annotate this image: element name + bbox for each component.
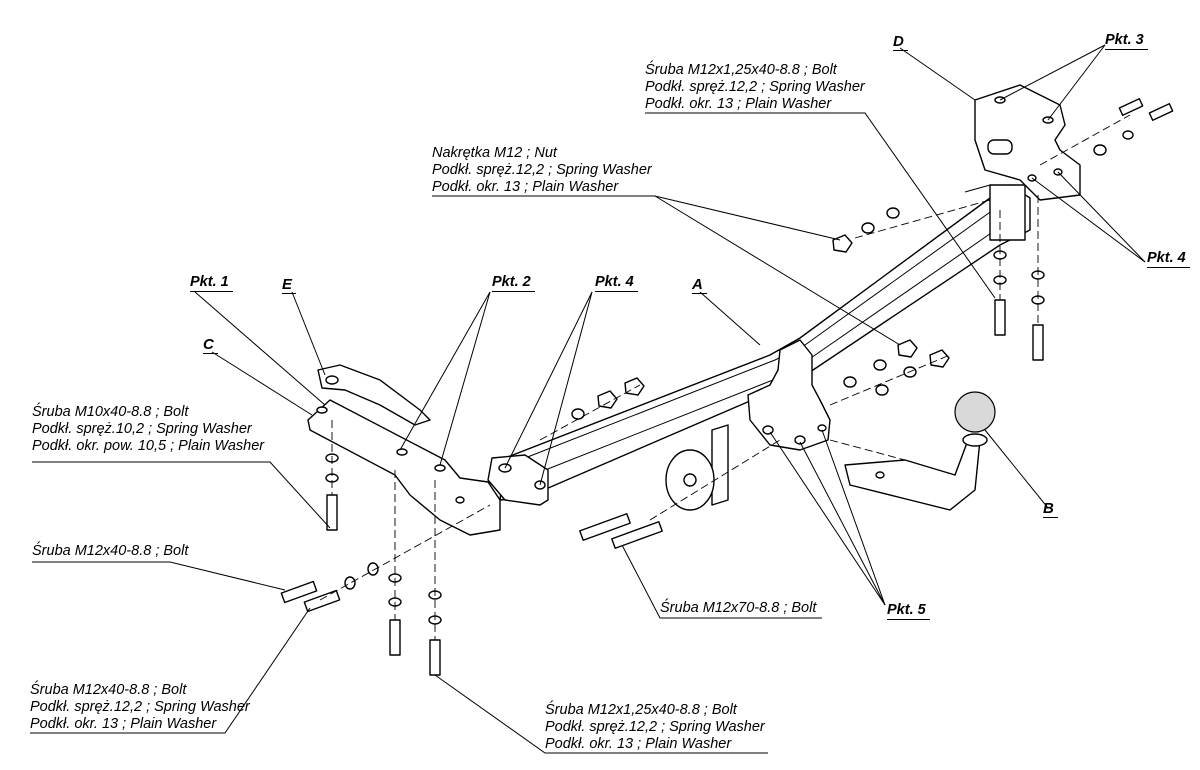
callout-line: Podkł. spręż.12,2 ; Spring Washer	[645, 79, 865, 95]
label-pkt1: Pkt. 1	[190, 274, 233, 292]
label-pkt4-right: Pkt. 4	[1147, 250, 1190, 268]
leader-lines	[30, 44, 1146, 754]
callout-line: Podkł. okr. 13 ; Plain Washer	[545, 736, 732, 752]
callout-line: Śruba M12x1,25x40-8.8 ; Bolt	[545, 702, 737, 718]
label-d: D	[893, 33, 908, 51]
crossbar-a	[487, 184, 1031, 506]
label-pkt3: Pkt. 3	[1105, 32, 1148, 50]
callout-line: Śruba M10x40-8.8 ; Bolt	[32, 404, 189, 420]
assembly-lines	[319, 114, 1131, 640]
callout-m12x70: Śruba M12x70-8.8 ; Bolt	[660, 600, 816, 617]
callout-line: Podkł. okr. 13 ; Plain Washer	[30, 716, 217, 732]
callout-top-center: Nakrętka M12 ; Nut Podkł. spręż.12,2 ; S…	[432, 145, 652, 196]
ball-hook-b	[844, 391, 996, 511]
label-e: E	[282, 276, 297, 294]
label-b: B	[1043, 500, 1058, 518]
callout-line: Podkł. okr. pow. 10,5 ; Plain Washer	[32, 438, 265, 454]
label-a: A	[692, 276, 707, 294]
label-pkt5: Pkt. 5	[887, 602, 930, 620]
label-c: C	[203, 336, 218, 354]
callout-line: Podkł. spręż.12,2 ; Spring Washer	[432, 162, 652, 178]
callout-line: Nakrętka M12 ; Nut	[432, 145, 557, 161]
callout-line: Śruba M12x1,25x40-8.8 ; Bolt	[645, 62, 837, 78]
callout-bottom-center: Śruba M12x1,25x40-8.8 ; Bolt Podkł. sprę…	[545, 702, 765, 753]
callout-left-m12: Śruba M12x40-8.8 ; Bolt	[32, 543, 188, 560]
callout-line: Podkł. okr. 13 ; Plain Washer	[645, 96, 832, 112]
callout-line: Podkł. spręż.10,2 ; Spring Washer	[32, 421, 252, 437]
callout-line: Śruba M12x70-8.8 ; Bolt	[660, 600, 817, 616]
callout-line: Śruba M12x40-8.8 ; Bolt	[30, 682, 187, 698]
label-pkt2: Pkt. 2	[492, 274, 535, 292]
callout-top-right: Śruba M12x1,25x40-8.8 ; Bolt Podkł. sprę…	[645, 62, 865, 113]
label-pkt4-left: Pkt. 4	[595, 274, 638, 292]
callout-left-m10: Śruba M10x40-8.8 ; Bolt Podkł. spręż.10,…	[32, 404, 264, 455]
callout-line: Podkł. spręż.12,2 ; Spring Washer	[545, 719, 765, 735]
callout-line: Śruba M12x40-8.8 ; Bolt	[32, 543, 189, 559]
socket-plate	[665, 424, 729, 511]
callout-line: Podkł. okr. 13 ; Plain Washer	[432, 179, 619, 195]
callout-bottom-left: Śruba M12x40-8.8 ; Bolt Podkł. spręż.12,…	[30, 682, 250, 733]
right-side-bracket	[974, 84, 1081, 201]
callout-line: Podkł. spręż.12,2 ; Spring Washer	[30, 699, 250, 715]
